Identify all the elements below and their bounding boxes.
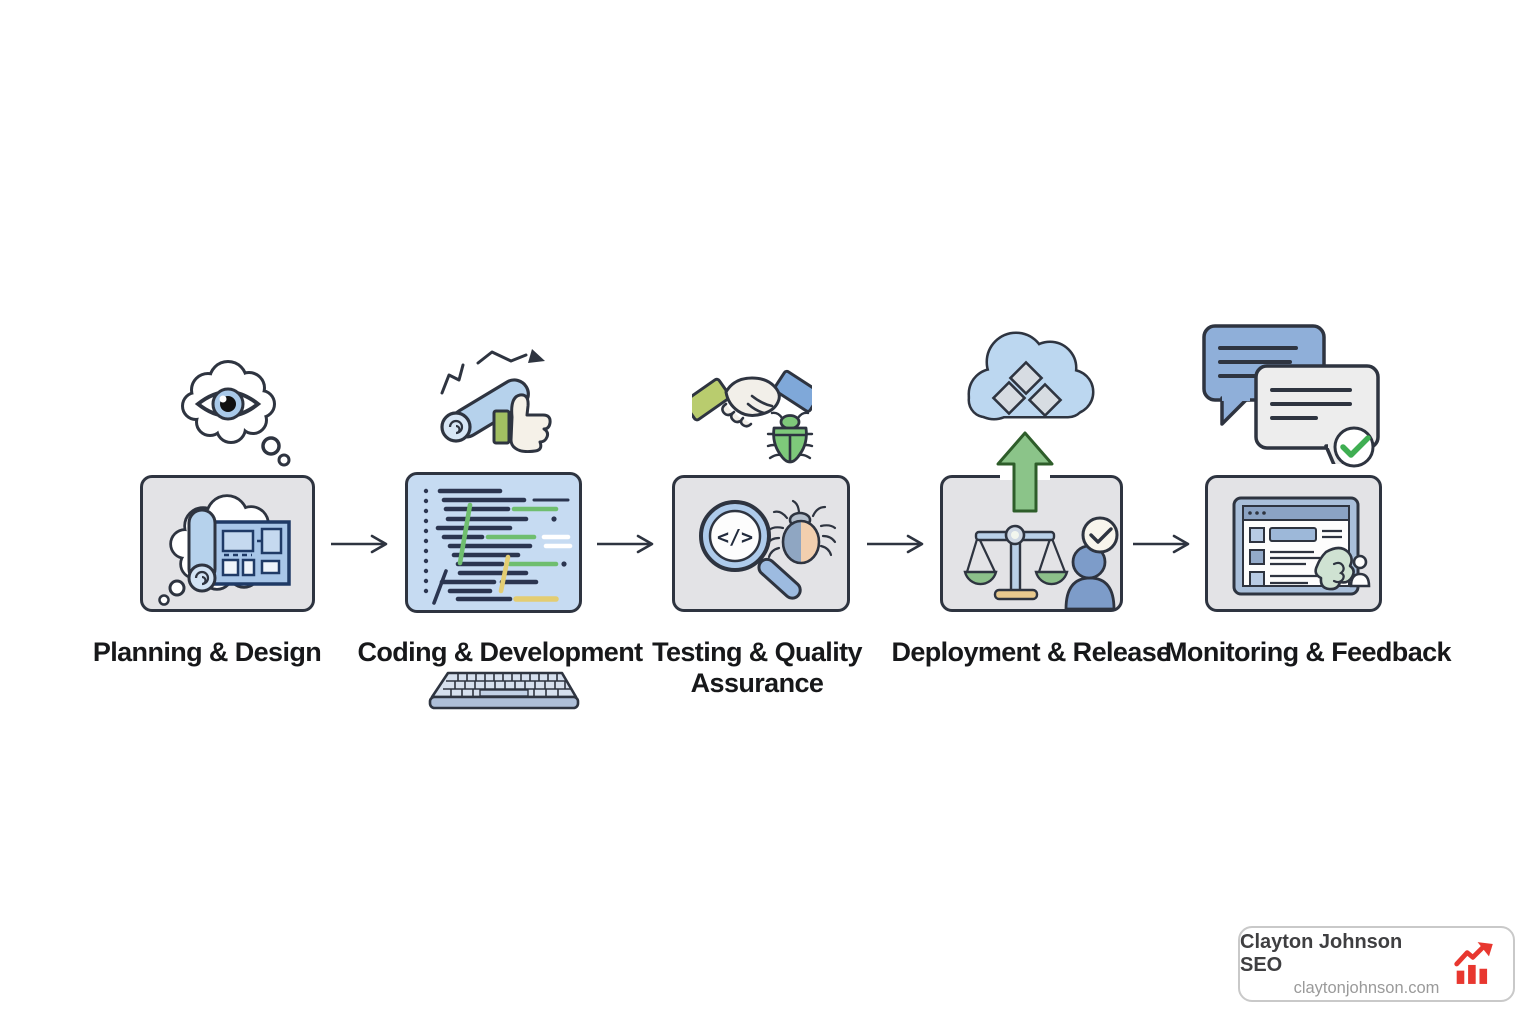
dashboard-with-user-feedback xyxy=(1232,496,1371,596)
flow-arrow-3 xyxy=(867,534,924,554)
stage-label-deployment: Deployment & Release xyxy=(891,637,1171,667)
balance-scale-icon xyxy=(963,524,1069,601)
code-editor-lines xyxy=(423,488,573,605)
chat-bubble-grey xyxy=(1254,364,1380,464)
eye-icon xyxy=(194,387,262,421)
dashboard-rows xyxy=(1249,527,1342,587)
handshake-icon xyxy=(692,369,812,428)
bug-under-test-icon xyxy=(765,499,837,565)
bug-icon xyxy=(766,411,814,464)
flow-arrow-2 xyxy=(597,534,654,554)
cloud-upload-icon xyxy=(967,331,1095,421)
deploy-up-arrow-icon xyxy=(996,431,1054,513)
badge-title: Clayton Johnson SEO xyxy=(1240,930,1403,976)
user-feedback-faces xyxy=(1314,546,1371,591)
stage-box-planning xyxy=(140,475,315,612)
svg-text:</>: </> xyxy=(717,525,753,549)
blueprint-roll xyxy=(187,508,217,593)
blueprint-in-thought-cloud xyxy=(158,494,291,606)
magnifier-code-and-bug: </> xyxy=(699,499,837,600)
brand-badge: Clayton Johnson SEO claytonjohnson.com xyxy=(1238,926,1515,1002)
growth-chart-icon xyxy=(1454,942,1494,984)
stage-label-monitoring: Monitoring & Feedback xyxy=(1165,637,1452,667)
keyboard-icon xyxy=(428,671,580,710)
flow-arrow-1 xyxy=(331,534,388,554)
magnifier-code-icon: </> xyxy=(699,500,802,600)
badge-url: claytonjohnson.com xyxy=(1293,978,1440,997)
stage-label-testing: Testing & Quality Assurance xyxy=(652,637,862,699)
stage-box-monitoring xyxy=(1205,475,1382,612)
thought-bubble-eye-icon xyxy=(181,360,291,467)
stage-label-planning: Planning & Design xyxy=(92,637,322,667)
approved-person-icon xyxy=(1064,516,1119,609)
blueprint-plan xyxy=(211,520,291,586)
chat-bubbles-icon xyxy=(1202,324,1380,464)
stage-label-coding: Coding & Development xyxy=(357,637,643,667)
stage-box-coding xyxy=(405,472,582,613)
check-circle-icon xyxy=(1333,426,1375,468)
stage-box-testing: </> xyxy=(672,475,850,612)
blueprint-roll-thumbs-up-icon xyxy=(440,349,552,453)
balance-scale-and-approved-person xyxy=(963,516,1119,609)
thumbs-up-icon xyxy=(492,393,552,453)
package-diamonds xyxy=(991,360,1063,418)
flow-arrow-4 xyxy=(1133,534,1190,554)
